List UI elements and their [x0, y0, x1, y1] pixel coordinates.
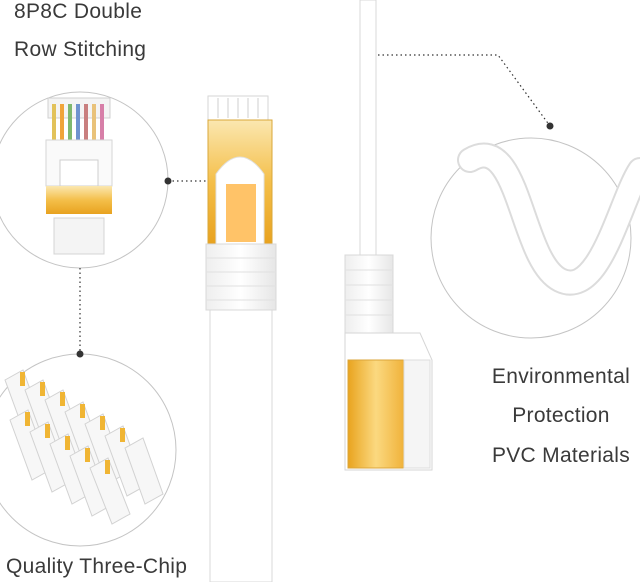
label-pvc-line2: Protection: [512, 404, 610, 427]
gold-tips: [20, 372, 125, 474]
main-cable-left: [205, 95, 277, 582]
pin-stripes: [52, 104, 104, 144]
label-pvc-line1: Environmental: [491, 365, 631, 388]
label-8p8c-line2: Row Stitching: [14, 38, 147, 61]
leader-dots: [76, 122, 554, 358]
pin-rows: [4, 369, 164, 525]
label-8p8c-line1: 8P8C Double: [14, 0, 143, 23]
flat-cable-closeup-circle: [430, 137, 640, 339]
main-cable-right: [344, 0, 433, 471]
chip-closeup-circle: [0, 353, 177, 547]
label-pvc-line3: PVC Materials: [491, 444, 631, 467]
label-three-chip: Quality Three-Chip: [6, 555, 188, 578]
connector-closeup-circle: [0, 91, 169, 269]
